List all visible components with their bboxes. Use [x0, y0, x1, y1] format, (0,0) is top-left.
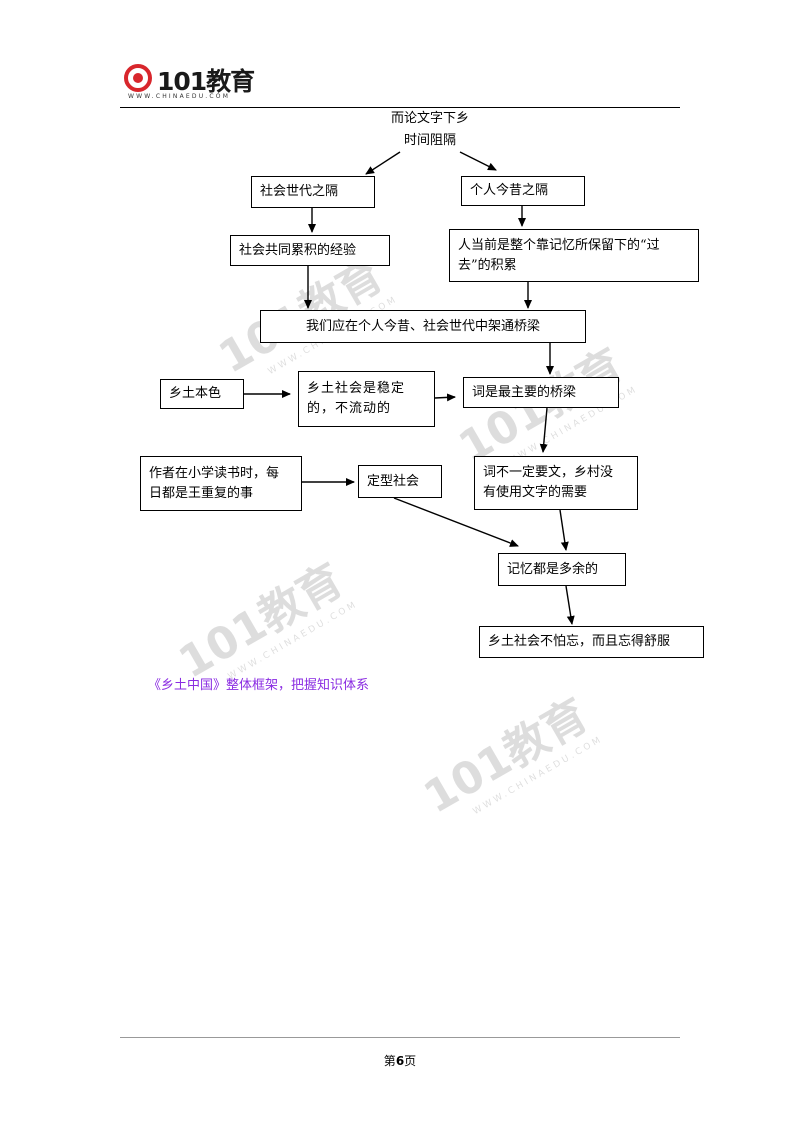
node-personal-gap: 个人今昔之隔 — [461, 176, 585, 206]
arrow — [365, 151, 401, 175]
node-memory-accumulation: 人当前是整个靠记忆所保留下的“过 去”的积累 — [449, 229, 699, 282]
header-divider — [120, 107, 680, 108]
node-rural-color: 乡土本色 — [160, 379, 244, 409]
arrow — [434, 393, 456, 402]
node-shared-experience: 社会共同累积的经验 — [230, 235, 390, 266]
node-no-fear-forget: 乡土社会不怕忘，而且忘得舒服 — [479, 626, 704, 658]
node-social-gap: 社会世代之隔 — [251, 176, 375, 208]
logo-mark-icon — [124, 64, 152, 92]
arrow — [539, 407, 548, 453]
footer-divider — [120, 1037, 680, 1038]
node-bridge: 我们应在个人今昔、社会世代中架通桥梁 — [260, 310, 586, 343]
node-memory-redundant: 记忆都是多余的 — [498, 553, 626, 586]
arrow — [565, 585, 575, 625]
logo: 101教育 WWW.CHINAEDU.COM — [124, 62, 255, 106]
diagram-top-label: 而论文字下乡 时间阻隔 — [390, 111, 469, 148]
arrow — [559, 509, 569, 551]
logo-url: WWW.CHINAEDU.COM — [128, 93, 231, 100]
arrow — [459, 151, 497, 171]
node-stable-society: 乡土社会是稳定 的，不流动的 — [298, 371, 435, 427]
caption: 《乡土中国》整体框架，把握知识体系 — [148, 678, 370, 693]
arrow — [393, 497, 519, 547]
node-words-not-needed: 词不一定要文，乡村没 有使用文字的需要 — [474, 456, 638, 510]
page-number: 第6页 — [383, 1054, 417, 1068]
node-fixed-society: 定型社会 — [358, 465, 442, 498]
node-words-bridge: 词是最主要的桥梁 — [463, 377, 619, 408]
node-author-childhood: 作者在小学读书时，每 日都是王重复的事 — [140, 456, 302, 511]
logo-text: 101教育 — [157, 67, 255, 96]
